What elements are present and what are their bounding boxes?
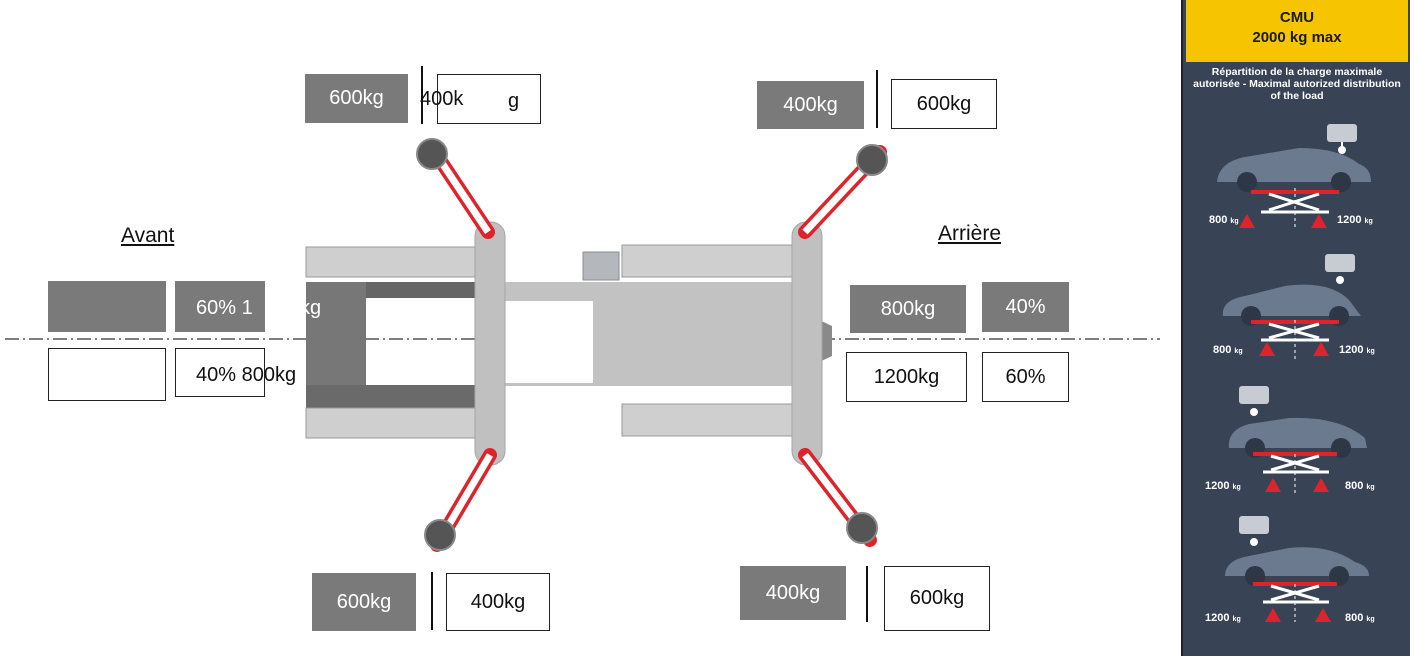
rear-rail-bottom — [621, 403, 793, 437]
divider — [876, 70, 878, 128]
front-top-right-suffix: kg — [300, 297, 322, 319]
distribution-row: 1200 kg 800 kg — [1189, 378, 1405, 498]
engine-icon — [1239, 386, 1269, 416]
row-right-load: 800 — [1345, 612, 1364, 624]
rear-bottom-arm-load-grey: 400kg — [740, 566, 846, 620]
arm-rear-bottom — [798, 448, 878, 547]
engine-icon — [1239, 516, 1269, 546]
rear-top-arm-load-grey: 400kg — [757, 81, 864, 129]
panel-header: CMU 2000 kg max — [1186, 0, 1408, 62]
row-right-load: 800 — [1345, 480, 1364, 492]
rear-top-right-box: 40% — [982, 282, 1069, 332]
front-column — [474, 221, 506, 466]
distribution-row: 1200 kg 800 kg — [1189, 512, 1405, 632]
rear-bottom-left-box: 1200kg — [846, 352, 967, 402]
front-label: Avant — [121, 224, 175, 247]
front-bottom-arm-load-white: 400kg — [446, 573, 550, 631]
engine-icon — [1325, 254, 1355, 284]
front-bottom-left-box — [48, 348, 166, 401]
arm-front-top — [416, 138, 495, 239]
car-silhouette-icon — [1222, 284, 1361, 316]
scissor-lift-icon — [1253, 452, 1337, 474]
arm-front-bottom — [424, 448, 497, 552]
warning-triangle-icon — [1313, 478, 1329, 492]
front-bottom-right-text: 40% 800kg — [196, 364, 297, 386]
row-left-load: 800 — [1209, 214, 1228, 226]
front-top-left-box — [48, 281, 166, 332]
front-rail-bottom — [305, 407, 479, 439]
lift-drawing — [5, 138, 1160, 552]
panel-subtitle: Répartition de la charge maximale autori… — [1193, 66, 1401, 102]
row-left-load: 1200 — [1205, 612, 1230, 624]
row-right-load: 1200 — [1339, 344, 1364, 356]
warning-triangle-icon — [1239, 214, 1255, 228]
warning-triangle-icon — [1313, 342, 1329, 356]
front-bottom-arm-load-grey: 600kg — [312, 573, 416, 631]
warning-triangle-icon — [1259, 342, 1275, 356]
engine-icon — [1327, 124, 1357, 154]
rear-top-arm-load-white: 600kg — [891, 79, 997, 129]
row-left-load: 1200 — [1205, 480, 1230, 492]
warning-triangle-icon — [1265, 608, 1281, 622]
rear-rail-top — [621, 244, 793, 278]
panel-title: CMU — [1279, 9, 1315, 26]
rear-bottom-right-box: 60% — [982, 352, 1069, 402]
front-top-arm-load-suffix: g — [508, 90, 520, 112]
divider — [421, 66, 423, 124]
scissor-lift-icon — [1251, 320, 1339, 342]
center-beam-window — [505, 301, 593, 383]
front-top-arm-load-grey: 600kg — [305, 74, 408, 123]
warning-triangle-icon — [1265, 478, 1281, 492]
row-left-load: 800 — [1213, 344, 1232, 356]
divider — [866, 566, 868, 622]
front-top-right-box — [175, 281, 265, 332]
front-top-right-text: 60% 1 — [196, 297, 253, 319]
divider — [431, 572, 433, 630]
front-rail-bottom-inner — [306, 385, 478, 409]
rear-column — [791, 221, 823, 466]
rear-top-left-box: 800kg — [850, 285, 966, 333]
rear-motor — [582, 251, 620, 281]
warning-triangle-icon — [1311, 214, 1327, 228]
warning-triangle-icon — [1315, 608, 1331, 622]
distribution-row: 800 kg 1200 kg — [1189, 112, 1405, 232]
rear-bottom-arm-load-white: 600kg — [884, 566, 990, 631]
front-bottom-right-box — [175, 348, 265, 397]
front-rail-top — [305, 246, 479, 278]
car-silhouette-icon — [1228, 417, 1367, 448]
distribution-row: 800 kg 1200 kg — [1189, 244, 1405, 364]
arm-rear-top — [798, 144, 888, 239]
car-silhouette-icon — [1217, 148, 1371, 182]
panel-capacity: 2000 kg max — [1252, 29, 1342, 46]
front-top-arm-load-white — [437, 74, 541, 124]
rear-label: Arrière — [938, 222, 1002, 245]
row-right-load: 1200 — [1337, 214, 1362, 226]
front-top-arm-load-text: 400k — [420, 88, 464, 110]
load-distribution-panel: CMU 2000 kg max Répartition de la charge… — [1181, 0, 1410, 656]
